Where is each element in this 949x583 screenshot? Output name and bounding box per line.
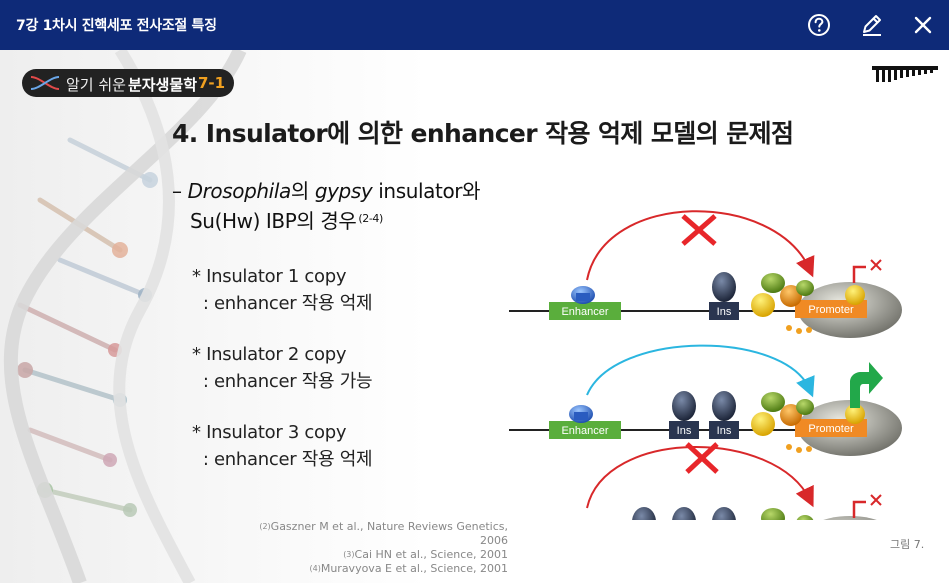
promoter-box [795, 300, 867, 318]
red-x-icon [685, 442, 719, 474]
item-desc: : enhancer 작용 가능 [192, 371, 373, 392]
dna-logo-icon [30, 76, 60, 90]
item-desc: : enhancer 작용 억제 [192, 293, 373, 314]
sub-dash: – [172, 179, 182, 203]
small-x-icon [870, 494, 882, 506]
ins-box [709, 302, 739, 320]
logo-text-number: 7-1 [198, 74, 226, 92]
close-icon [914, 16, 932, 34]
reference-line: (4)Muravyova E et al., Science, 2001 [309, 562, 508, 575]
logo-text-bold: 분자생물학 [128, 76, 198, 94]
references: (2)Gaszner M et al., Nature Reviews Gene… [250, 520, 508, 576]
course-logo: 알기 쉬운 분자생물학 7-1 [22, 69, 234, 97]
sub-line2: Su(Hw) IBP의 경우 [190, 209, 357, 233]
logo-text-light: 알기 쉬운 [66, 76, 126, 94]
enhancer-box [549, 302, 621, 320]
reference-line: (2)Gaszner M et al., Nature Reviews Gene… [259, 520, 508, 547]
diagram-row-1: Enhancer Ins Promoter [509, 210, 902, 338]
window-title: 7강 1차시 진핵세포 전사조절 특징 [16, 18, 217, 34]
insulator-diagram: Enhancer Ins Promoter Enhancer [509, 210, 902, 520]
active-arrow [586, 344, 815, 398]
svg-text:Promoter: Promoter [808, 304, 854, 316]
sub-citation: (2-4) [358, 212, 383, 225]
dna-helix-illustration [3, 50, 247, 583]
blocked-arrow [586, 210, 815, 281]
sub-particle: 의 [290, 179, 309, 203]
list-item: * Insulator 1 copy : enhancer 작용 억제 [192, 263, 373, 317]
help-button[interactable] [806, 12, 832, 38]
red-x-icon [681, 214, 717, 246]
help-circle-icon [808, 14, 830, 36]
svg-text:Promoter: Promoter [808, 423, 854, 435]
pencil-icon [863, 15, 881, 36]
sub-rest: insulator와 [378, 179, 481, 203]
brand-stripes-logo [872, 66, 938, 82]
list-item: * Insulator 3 copy : enhancer 작용 억제 [192, 419, 373, 473]
slide-content: 알기 쉬운 분자생물학 7-1 4. Insulator에 의한 enhance… [0, 50, 949, 583]
svg-text:Enhancer: Enhancer [561, 425, 608, 437]
slide-heading: 4. Insulator에 의한 enhancer 작용 억제 모델의 문제점 [172, 119, 794, 148]
item-title: * Insulator 3 copy [192, 422, 347, 443]
svg-text:Ins: Ins [677, 425, 692, 437]
small-x-icon [870, 259, 882, 271]
sub-species: Drosophila [187, 179, 292, 203]
svg-text:Ins: Ins [717, 306, 732, 318]
title-bar: 7강 1차시 진핵세포 전사조절 특징 [0, 0, 949, 50]
svg-text:Ins: Ins [717, 425, 732, 437]
transcription-arrow-icon [850, 362, 883, 408]
item-title: * Insulator 1 copy [192, 266, 347, 287]
close-button[interactable] [910, 12, 936, 38]
list-item: * Insulator 2 copy : enhancer 작용 가능 [192, 341, 373, 395]
enhancer-label: Enhancer [561, 306, 608, 318]
item-title: * Insulator 2 copy [192, 344, 347, 365]
reference-line: (3)Cai HN et al., Science, 2001 [343, 548, 508, 561]
diagram-row-3: Enhancer Ins Ins Ins Promoter [586, 442, 882, 520]
edit-button[interactable] [859, 12, 885, 38]
sub-gypsy: gypsy [314, 179, 373, 203]
diagram-row-2: Enhancer Ins Ins Promoter [509, 344, 902, 456]
figure-label: 그림 7. [890, 538, 925, 551]
slide-subheading: – Drosophila의 gypsy insulator와 Su(Hw) IB… [172, 176, 481, 236]
blocked-transcription-arrow [852, 265, 866, 283]
insulator-protein [712, 272, 736, 302]
item-desc: : enhancer 작용 억제 [192, 449, 373, 470]
